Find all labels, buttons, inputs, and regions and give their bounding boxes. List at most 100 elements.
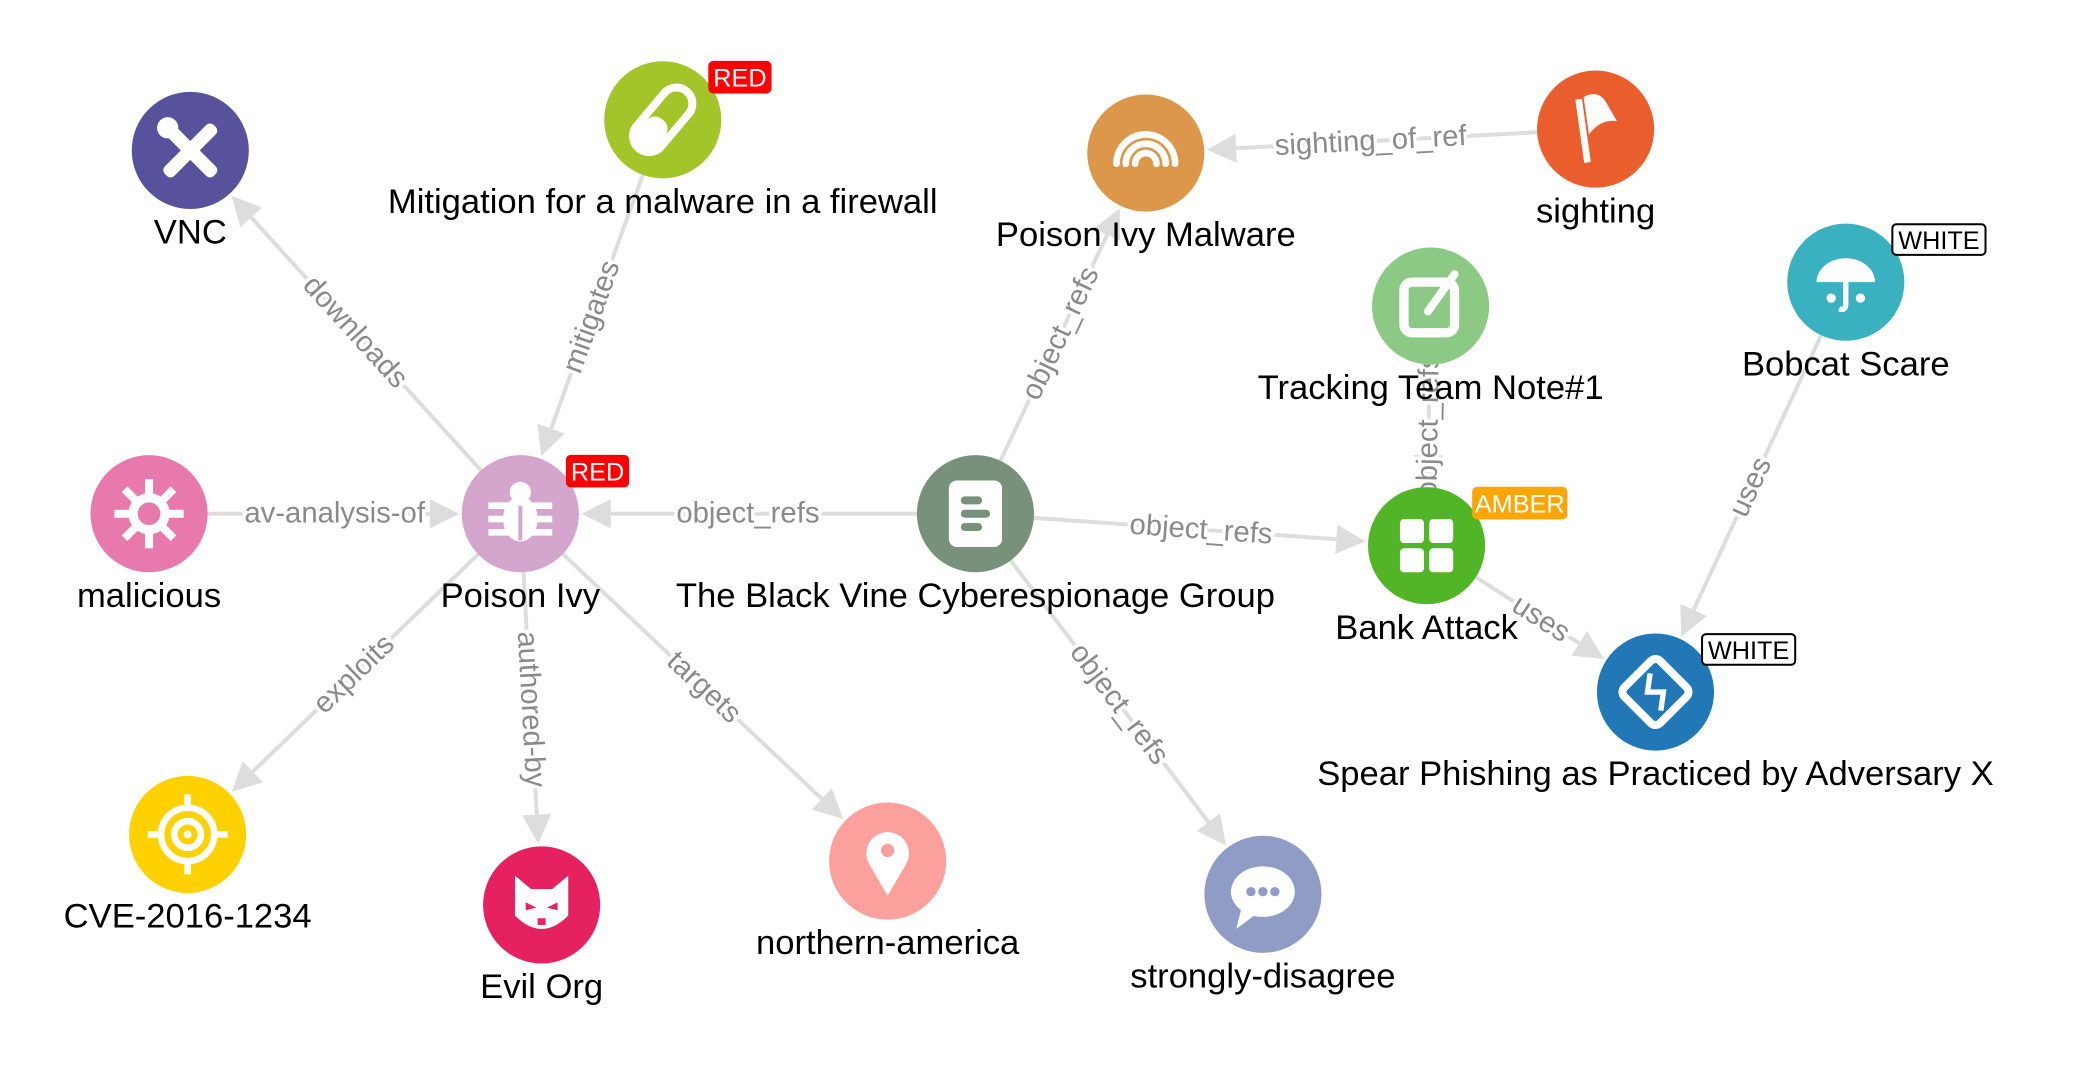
report-icon bbox=[948, 480, 1003, 547]
node-circle[interactable] bbox=[1368, 487, 1486, 605]
marking-badge: AMBER bbox=[1472, 486, 1568, 520]
node-circle[interactable] bbox=[604, 61, 722, 179]
node-label: sighting bbox=[1536, 192, 1655, 230]
node-label: malicious bbox=[77, 577, 221, 615]
node-label: Evil Org bbox=[480, 968, 603, 1006]
marking-badge: RED bbox=[708, 60, 772, 94]
note-edit-icon bbox=[1399, 270, 1460, 338]
badge-text: RED bbox=[713, 65, 766, 93]
edge-label: object_refs bbox=[1016, 262, 1106, 405]
node-label: northern-america bbox=[756, 924, 1020, 962]
puzzle-icon bbox=[1399, 519, 1454, 573]
badge-text: WHITE bbox=[1898, 227, 1979, 255]
marking-badge: WHITE bbox=[1891, 223, 1987, 256]
node-opinion[interactable]: strongly-disagree bbox=[1130, 835, 1396, 996]
node-label: Spear Phishing as Practiced by Adversary… bbox=[1317, 755, 1994, 793]
node-malicious[interactable]: malicious bbox=[77, 455, 221, 615]
map-pin-icon bbox=[866, 832, 909, 896]
virus-icon bbox=[114, 479, 184, 549]
edge-label: targets bbox=[660, 645, 747, 730]
edge-sighting-pi_malware[interactable] bbox=[1206, 127, 1596, 163]
node-bobcat[interactable]: Bobcat Scare WHITE bbox=[1742, 223, 1987, 384]
arrowhead-icon bbox=[581, 499, 611, 529]
node-bank_attack[interactable]: Bank Attack AMBER bbox=[1335, 486, 1568, 647]
node-pi_malware[interactable]: Poison Ivy Malware bbox=[996, 94, 1296, 255]
arrowhead-icon bbox=[1196, 813, 1227, 846]
node-label: Tracking Team Note#1 bbox=[1258, 369, 1604, 407]
badge-text: RED bbox=[571, 458, 624, 486]
arrowhead-icon bbox=[1206, 133, 1237, 163]
edge-black_vine-poison_ivy[interactable] bbox=[581, 499, 976, 529]
edge-label: object_refs bbox=[1063, 637, 1175, 771]
edge-label: object_refs bbox=[1411, 354, 1445, 498]
edge-poison_ivy-location[interactable] bbox=[518, 512, 844, 819]
node-note[interactable]: Tracking Team Note#1 bbox=[1258, 247, 1604, 408]
arrowhead-icon bbox=[811, 788, 844, 819]
edge-label: authored-by bbox=[511, 630, 551, 788]
node-evil_org[interactable]: Evil Org bbox=[480, 846, 603, 1006]
marking-badge: RED bbox=[565, 454, 630, 488]
arrowhead-icon bbox=[1413, 454, 1443, 485]
node-location[interactable]: northern-america bbox=[756, 802, 1020, 962]
edge-label: exploits bbox=[307, 628, 401, 720]
edge-poison_ivy-cve[interactable] bbox=[231, 512, 522, 792]
arrowhead-icon bbox=[429, 499, 460, 529]
node-label: Poison Ivy Malware bbox=[996, 216, 1296, 254]
edges-layer bbox=[149, 119, 1848, 846]
node-label: Bank Attack bbox=[1335, 609, 1518, 647]
bug-icon bbox=[488, 481, 553, 542]
edge-label: av-analysis-of bbox=[244, 498, 425, 530]
node-spear[interactable]: Spear Phishing as Practiced by Adversary… bbox=[1317, 633, 1994, 793]
edge-label: object_refs bbox=[676, 498, 819, 530]
edge-line bbox=[973, 512, 1210, 824]
edge-malicious-poison_ivy[interactable] bbox=[149, 499, 460, 529]
edge-label: downloads bbox=[296, 270, 414, 395]
nodes-layer: VNC Mitigation for a malware in a firewal… bbox=[64, 60, 1994, 1006]
arrowhead-icon bbox=[231, 761, 263, 792]
arrowhead-icon bbox=[1335, 524, 1366, 554]
edge-label: uses bbox=[1723, 452, 1778, 522]
node-label: CVE-2016-1234 bbox=[64, 898, 312, 936]
node-circle[interactable] bbox=[1537, 70, 1655, 188]
edge-poison_ivy-vnc[interactable] bbox=[231, 195, 522, 516]
arrowhead-icon bbox=[1571, 630, 1604, 660]
edge-line bbox=[518, 512, 824, 801]
arrowhead-icon bbox=[231, 195, 262, 228]
arrowhead-icon bbox=[537, 423, 565, 457]
node-vnc[interactable]: VNC bbox=[131, 91, 249, 252]
attack-pattern-icon bbox=[1618, 655, 1693, 730]
node-label: VNC bbox=[154, 214, 227, 252]
node-poison_ivy[interactable]: Poison Ivy RED bbox=[441, 454, 630, 615]
umbrella-icon bbox=[1816, 258, 1876, 313]
edge-black_vine-opinion[interactable] bbox=[973, 512, 1227, 846]
node-mitigation[interactable]: Mitigation for a malware in a firewallRE… bbox=[388, 60, 938, 221]
edge-label: sighting_of_ref bbox=[1274, 120, 1468, 162]
edge-bobcat-spear[interactable] bbox=[1680, 281, 1848, 637]
arrowhead-icon bbox=[1093, 208, 1121, 242]
node-sighting[interactable]: sighting bbox=[1536, 70, 1655, 231]
node-label: Poison Ivy bbox=[441, 577, 601, 615]
tools-icon bbox=[157, 117, 218, 178]
node-cve[interactable]: CVE-2016-1234 bbox=[64, 775, 312, 936]
fingerprint-icon bbox=[1113, 131, 1179, 168]
chat-bubble-icon bbox=[1230, 866, 1295, 929]
node-label: strongly-disagree bbox=[1130, 957, 1395, 995]
edge-line bbox=[975, 511, 1337, 542]
edge-line bbox=[1691, 281, 1848, 611]
edge-line bbox=[1236, 127, 1596, 151]
edge-line bbox=[251, 512, 522, 774]
node-label: The Black Vine Cyberespionage Group bbox=[676, 577, 1275, 615]
edge-line bbox=[249, 216, 522, 516]
arrowhead-icon bbox=[1680, 603, 1707, 637]
edge-label: mitigates bbox=[557, 256, 627, 377]
edge-label: object_refs bbox=[1128, 509, 1273, 551]
node-label: Bobcat Scare bbox=[1742, 345, 1950, 383]
marking-badge: WHITE bbox=[1701, 633, 1797, 666]
edge-black_vine-bank_attack[interactable] bbox=[975, 511, 1366, 554]
badge-text: WHITE bbox=[1708, 637, 1789, 665]
node-black_vine[interactable]: The Black Vine Cyberespionage Group bbox=[676, 455, 1275, 615]
node-circle[interactable] bbox=[90, 455, 208, 573]
cat-face-icon bbox=[515, 875, 569, 929]
arrowhead-icon bbox=[522, 813, 552, 844]
